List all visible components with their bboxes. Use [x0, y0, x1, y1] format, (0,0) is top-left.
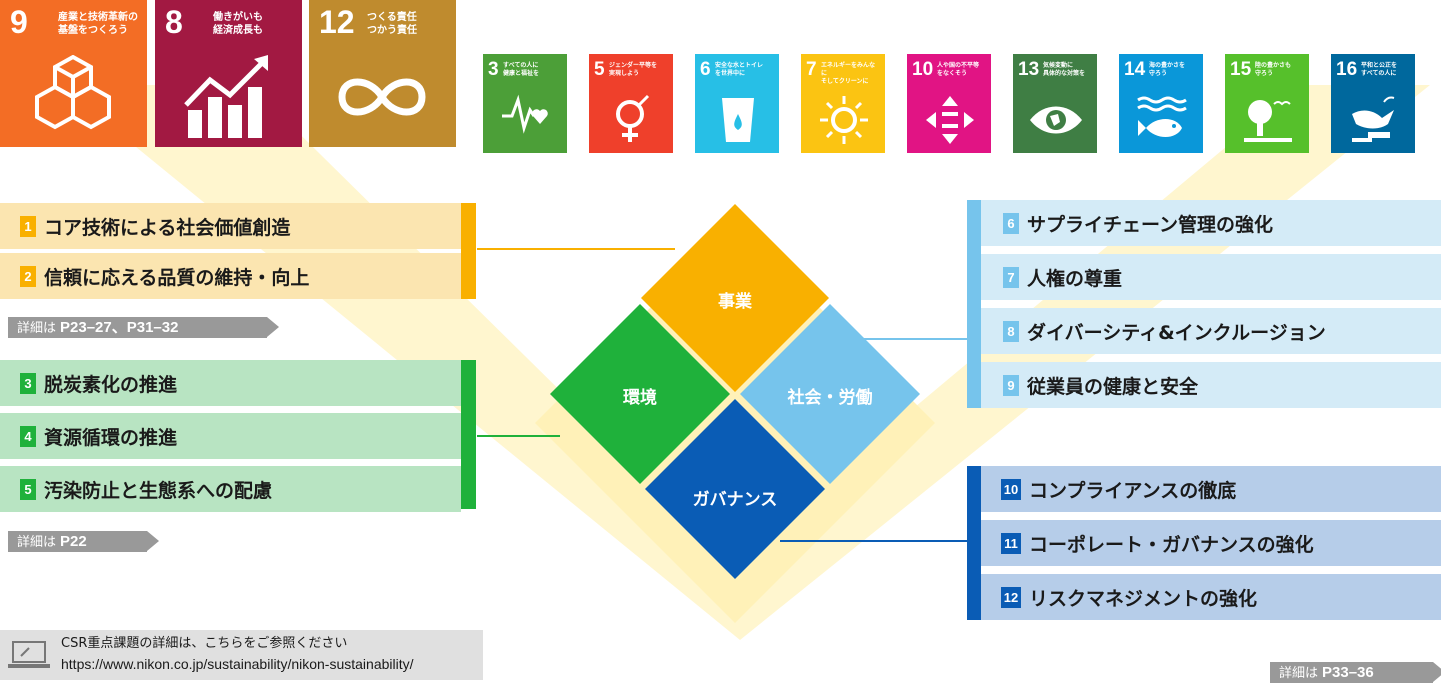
eye-earth-icon — [1030, 106, 1082, 134]
issue-4: 4 資源循環の推進 — [0, 413, 461, 459]
issue-number-badge: 9 — [1003, 374, 1019, 396]
governance-bar-accent — [967, 466, 981, 620]
tree-birds-icon — [1244, 100, 1292, 142]
issue-number-badge: 6 — [1003, 212, 1019, 234]
sdg-caption: 産業と技術革新の 基盤をつくろう — [58, 12, 138, 36]
infinity-icon — [338, 78, 426, 116]
footer-panel: CSR重点課題の詳細は、こちらをご参照ください https://www.niko… — [0, 630, 483, 680]
issue-number-badge: 11 — [1001, 532, 1021, 554]
diamond-environment — [550, 304, 730, 484]
sdg-tile-5: 5 ジェンダー平等を 実現しよう — [589, 54, 673, 153]
issue-number-badge: 5 — [20, 478, 36, 500]
sun-power-icon — [820, 96, 868, 144]
issue-3: 3 脱炭素化の推進 — [0, 360, 461, 406]
issue-label: リスクマネジメントの強化 — [1029, 587, 1258, 610]
diamond-label-business: 事業 — [718, 292, 752, 312]
sdg-tile-13: 13 気候変動に 具体的な対策を — [1013, 54, 1097, 153]
issue-7: 7 人権の尊重 — [981, 254, 1441, 300]
issue-9: 9 従業員の健康と安全 — [981, 362, 1441, 408]
issue-number-badge: 10 — [1001, 478, 1021, 500]
environment-bar-accent — [461, 360, 476, 509]
issue-5: 5 汚染防止と生態系への配慮 — [0, 466, 461, 512]
issue-label: サプライチェーン管理の強化 — [1027, 213, 1274, 236]
footer-note: CSR重点課題の詳細は、こちらをご参照ください — [61, 636, 348, 651]
growth-chart-icon — [184, 55, 268, 138]
sdg-tile-12: 12 つくる責任 つかう責任 — [309, 0, 456, 147]
sdg-tile-6: 6 安全な水とトイレ を世界中に — [695, 54, 779, 153]
materiality-diamond — [550, 204, 920, 579]
diamond-governance — [645, 399, 825, 579]
sdg-caption: 働きがいも 経済成長も — [213, 12, 263, 36]
sdg-tile-16: 16 平和と公正を すべての人に — [1331, 54, 1415, 153]
sdg-tile-14: 14 海の豊かさを 守ろう — [1119, 54, 1203, 153]
equality-arrows-icon — [926, 96, 974, 144]
business-bar-accent — [461, 203, 476, 299]
issue-11: 11 コーポレート・ガバナンスの強化 — [981, 520, 1441, 566]
issue-6: 6 サプライチェーン管理の強化 — [981, 200, 1441, 246]
social-bar-accent — [967, 200, 981, 408]
sdg-tile-3: 3 すべての人に 健康と福祉を — [483, 54, 567, 153]
gender-icon — [616, 94, 650, 142]
issue-number-badge: 7 — [1003, 266, 1019, 288]
water-glass-icon — [722, 98, 754, 142]
issue-12: 12 リスクマネジメントの強化 — [981, 574, 1441, 620]
diamond-label-social: 社会・労働 — [787, 388, 873, 408]
issue-number-badge: 4 — [20, 425, 36, 447]
issue-label: コンプライアンスの徹底 — [1029, 479, 1237, 502]
heartbeat-icon — [502, 94, 548, 134]
issue-label: 資源循環の推進 — [44, 426, 178, 449]
issue-10: 10 コンプライアンスの徹底 — [981, 466, 1441, 512]
sdg-tile-9: 9 産業と技術革新の 基盤をつくろう — [0, 0, 147, 147]
issue-label: ダイバーシティ&インクルージョン — [1027, 321, 1326, 344]
issue-number-badge: 2 — [20, 265, 36, 287]
issue-label: 従業員の健康と安全 — [1027, 375, 1199, 398]
issue-label: コア技術による社会価値創造 — [44, 216, 291, 239]
footer-url-link[interactable]: https://www.nikon.co.jp/sustainability/n… — [61, 656, 414, 672]
sdg-tile-15: 15 陸の豊かさも 守ろう — [1225, 54, 1309, 153]
issue-label: 汚染防止と生態系への配慮 — [44, 479, 273, 502]
diamond-business — [641, 204, 829, 392]
diamond-label-environment: 環境 — [623, 388, 657, 408]
issue-8: 8 ダイバーシティ&インクルージョン — [981, 308, 1441, 354]
fish-waves-icon — [1137, 96, 1187, 137]
diamond-label-governance: ガバナンス — [692, 490, 778, 510]
issue-number-badge: 1 — [20, 215, 36, 237]
laptop-icon — [8, 641, 50, 668]
issue-label: 脱炭素化の推進 — [44, 373, 178, 396]
issue-1: 1 コア技術による社会価値創造 — [0, 203, 461, 249]
issue-label: コーポレート・ガバナンスの強化 — [1029, 533, 1314, 556]
issue-2: 2 信頼に応える品質の維持・向上 — [0, 253, 461, 299]
sdg-tile-10: 10 人や国の不平等 をなくそう — [907, 54, 991, 153]
sdg-caption: つくる責任 つかう責任 — [367, 12, 417, 36]
dove-gavel-icon — [1352, 96, 1395, 142]
issue-label: 信頼に応える品質の維持・向上 — [44, 266, 310, 289]
issue-number-badge: 12 — [1001, 586, 1021, 608]
cubes-icon — [35, 55, 111, 130]
issue-label: 人権の尊重 — [1027, 267, 1123, 290]
issue-number-badge: 8 — [1003, 320, 1019, 342]
sdg-tile-8: 8 働きがいも 経済成長も — [155, 0, 302, 147]
diamond-social — [740, 304, 920, 484]
sdg-tile-7: 7 エネルギーをみんなに そしてクリーンに — [801, 54, 885, 153]
issue-number-badge: 3 — [20, 372, 36, 394]
